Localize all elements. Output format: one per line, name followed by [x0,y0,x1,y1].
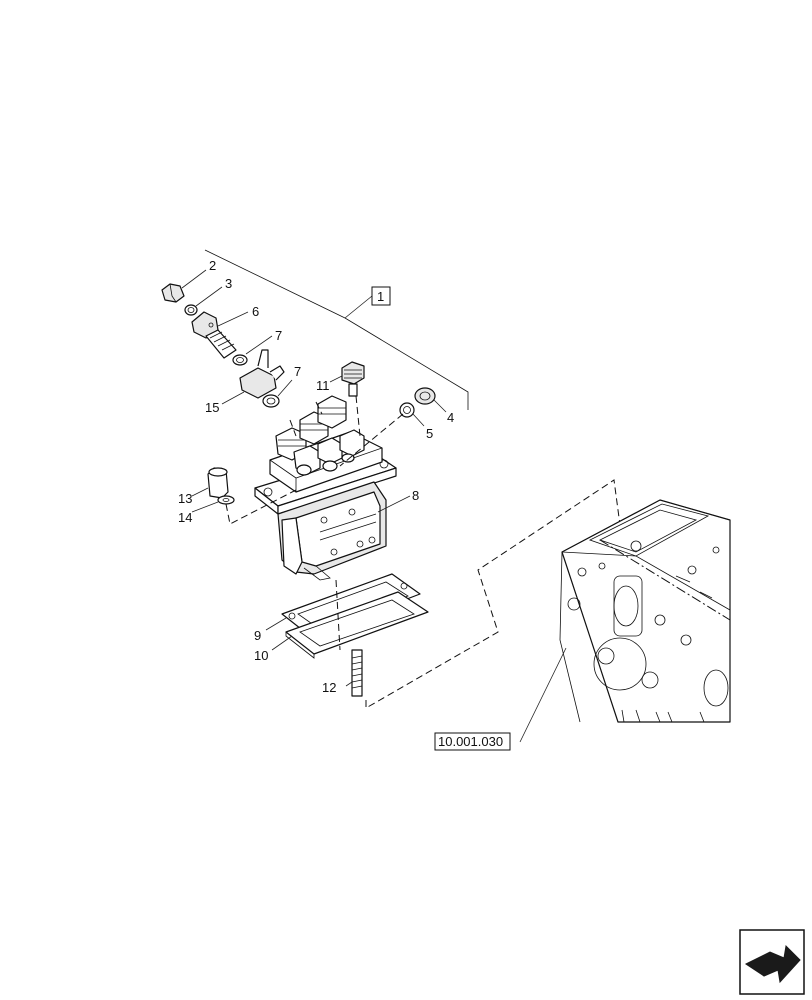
part-seal-5: 5 [399,402,433,441]
engine-block-reference: 10.001.030 [434,499,731,751]
reference-label[interactable]: 10.001.030 [438,734,503,749]
callout-1[interactable]: 1 [377,289,384,304]
assembly-bracket: 1 [204,249,469,410]
callout-13[interactable]: 13 [178,491,192,506]
part-bolt-11: 11 [316,361,365,397]
callout-10[interactable]: 10 [254,648,268,663]
callout-2[interactable]: 2 [209,258,216,273]
part-washer-7-lower: 7 [262,364,301,408]
callout-box-1 [371,286,391,306]
callout-8[interactable]: 8 [412,488,419,503]
callout-9[interactable]: 9 [254,628,261,643]
reference-box [434,732,511,751]
part-washer-7-upper: 7 [232,328,282,366]
part-banjo-fitting-15: 15 [205,349,285,415]
next-page-arrow-icon[interactable] [739,929,805,995]
alignment-lines [225,395,623,709]
callout-11[interactable]: 11 [316,378,330,393]
part-gasket-10: 10 [254,591,429,663]
callout-15[interactable]: 15 [205,400,219,415]
callout-7b[interactable]: 7 [294,364,301,379]
callout-12[interactable]: 12 [322,680,336,695]
part-banjo-bolt: 2 [161,258,216,303]
part-fitting-6: 6 [191,304,259,359]
callout-7a[interactable]: 7 [275,328,282,343]
callout-6[interactable]: 6 [252,304,259,319]
callout-4[interactable]: 4 [447,410,454,425]
callout-5[interactable]: 5 [426,426,433,441]
part-plug-4: 4 [414,387,454,425]
callout-14[interactable]: 14 [178,510,192,525]
part-washer-3: 3 [184,276,232,316]
delivery-valve-holders [275,395,365,476]
callout-3[interactable]: 3 [225,276,232,291]
part-injection-pump-8: 8 [254,395,419,581]
part-stud-12: 12 [322,649,363,697]
part-cap-13: 13 [178,467,229,506]
part-clip-14: 14 [178,495,235,525]
